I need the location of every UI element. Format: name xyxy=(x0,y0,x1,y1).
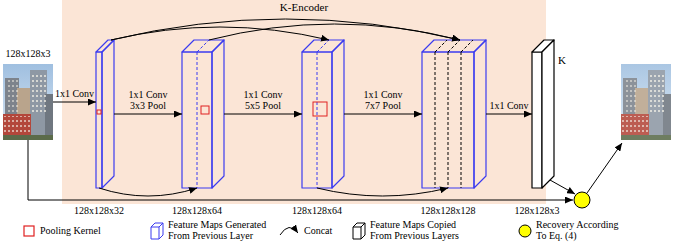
pooling-kernel xyxy=(313,102,327,116)
connector xyxy=(209,24,460,40)
input-photo xyxy=(3,64,53,140)
legend-prism-top xyxy=(151,223,163,239)
feature-map: 128x128x64 xyxy=(302,40,344,188)
node-label: 128x128x128 xyxy=(421,205,476,217)
legend-text: Feature Maps Generated From Previous Lay… xyxy=(168,220,272,241)
prism-face xyxy=(182,52,212,188)
prism-outline xyxy=(302,40,344,188)
edge-label: 1x1 Conv 5x5 Pool xyxy=(239,89,287,111)
copy-line xyxy=(461,40,473,52)
split-line xyxy=(197,40,209,52)
prism-face xyxy=(542,40,554,188)
legend-swatch xyxy=(22,222,36,240)
copy-line xyxy=(448,40,460,52)
prism-face xyxy=(532,52,542,188)
pooling-kernel xyxy=(201,106,209,114)
legend-swatch xyxy=(518,222,532,240)
connector xyxy=(111,27,329,40)
edge-label: 1x1 Conv 3x3 Pool xyxy=(124,89,172,111)
connector xyxy=(486,114,532,115)
skip-line xyxy=(28,140,573,200)
connector xyxy=(111,19,460,40)
node-label: 128x128x3 xyxy=(6,48,51,60)
node-label: 128x128x3 xyxy=(515,205,560,217)
legend-prism-front xyxy=(353,227,361,239)
prism-face xyxy=(422,52,474,188)
legend-swatch xyxy=(352,222,366,240)
edge-label: 1x1 Conv xyxy=(489,100,528,111)
copy-line xyxy=(461,52,462,188)
prism-outline xyxy=(532,40,554,188)
legend-text: Feature Maps Copied From Previous Layers xyxy=(370,220,470,241)
node-label: K-Encoder xyxy=(280,1,328,13)
legend-kernel xyxy=(24,226,34,236)
node-label: K xyxy=(558,54,566,66)
photo-tint xyxy=(620,64,672,140)
prism-face xyxy=(302,52,332,188)
recovery-circle xyxy=(574,192,590,208)
legend-text: Recovery According To Eq. (4) xyxy=(536,220,624,241)
legend-swatch xyxy=(150,222,164,240)
feature-map: 128x128x128 xyxy=(422,40,486,188)
copy-line xyxy=(435,40,447,52)
prism-outline xyxy=(422,40,486,188)
legend-concat xyxy=(280,227,298,235)
copy-line xyxy=(448,52,449,188)
split-line xyxy=(317,52,318,188)
legend-prism-top xyxy=(353,223,365,239)
connector xyxy=(224,114,302,115)
split-line xyxy=(317,40,329,52)
k-map: K128x128x3 xyxy=(532,40,554,188)
connector xyxy=(53,102,96,103)
node-label: 128x128x32 xyxy=(74,205,124,217)
edge-label: 1x1 Conv 7x7 Pool xyxy=(359,89,407,111)
connector xyxy=(344,114,422,115)
prism-face xyxy=(332,40,344,188)
node-label: 128x128x64 xyxy=(172,205,222,217)
connector xyxy=(317,188,448,196)
prism-face xyxy=(102,40,114,188)
connector xyxy=(99,188,197,196)
k-arrow xyxy=(550,180,575,194)
legend-text: Pooling Kernel xyxy=(40,226,101,237)
legend-swatch xyxy=(278,222,300,240)
prism-face xyxy=(96,52,102,188)
prism-face xyxy=(212,40,224,188)
legend-prism-front xyxy=(151,227,159,239)
output-photo xyxy=(621,64,671,140)
prism-face xyxy=(96,40,114,52)
copy-line xyxy=(435,52,436,188)
edge-label: 1x1 Conv xyxy=(55,88,94,99)
legend-text: Concat xyxy=(304,226,332,237)
connector xyxy=(114,114,182,115)
split-line xyxy=(197,52,198,188)
legend-dot xyxy=(519,225,531,237)
node-label: 128x128x64 xyxy=(292,205,342,217)
output-arrow xyxy=(587,143,622,193)
legend-prism-edge xyxy=(361,223,365,227)
legend-prism-edge xyxy=(159,223,163,227)
pooling-kernel xyxy=(97,110,101,114)
prism-face xyxy=(474,40,486,188)
